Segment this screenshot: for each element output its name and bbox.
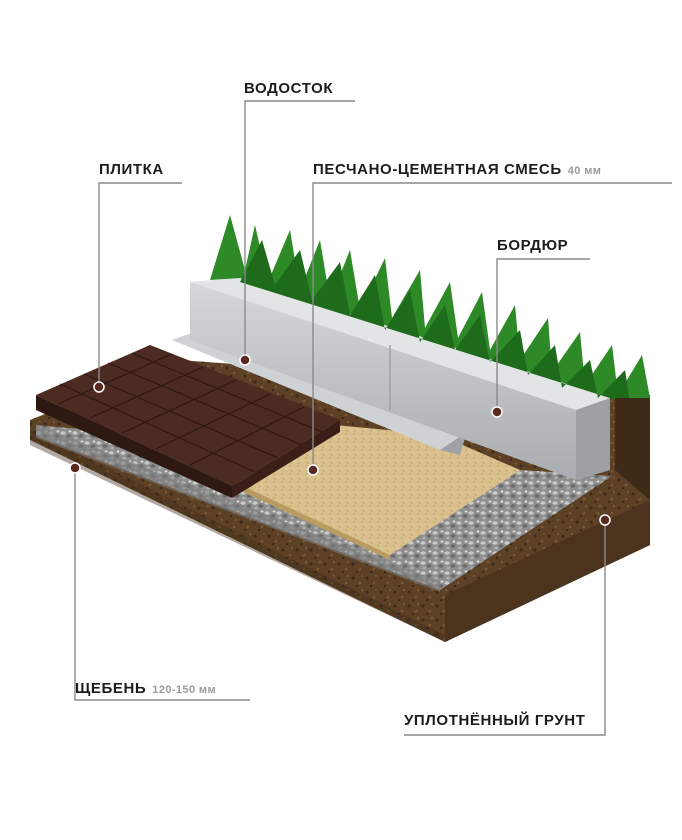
label-gravel-title: ЩЕБЕНЬ [75,680,147,697]
marker-dots [69,354,611,526]
label-curb-title: БОРДЮР [497,237,569,254]
label-gravel: ЩЕБЕНЬ 120-150 мм [75,680,216,699]
leader-lines [74,100,672,736]
leader-bordyur [496,258,590,410]
marker-vodostok [239,354,251,366]
sand-cement-layer [230,425,520,560]
label-curb: БОРДЮР [497,237,568,255]
label-paver: ПЛИТКА [99,161,164,179]
label-paver-title: ПЛИТКА [99,161,164,178]
leader-vodostok [244,100,355,358]
leader-grunt [404,522,606,736]
marker-plitka [93,381,105,393]
label-sand-cement: ПЕСЧАНО-ЦЕМЕНТНАЯ СМЕСЬ 40 мм [313,161,601,180]
label-drainage: ВОДОСТОК [244,80,333,98]
label-sand-cement-title: ПЕСЧАНО-ЦЕМЕНТНАЯ СМЕСЬ [313,161,562,178]
marker-smes [307,464,319,476]
leader-sheben [74,470,250,701]
label-drainage-title: ВОДОСТОК [244,80,334,97]
marker-sheben [69,462,81,474]
marker-grunt [599,514,611,526]
marker-bordyur [491,406,503,418]
grass [210,215,650,500]
label-gravel-thickness: 120-150 мм [152,684,216,696]
label-soil-title: УПЛОТНЁННЫЙ ГРУНТ [404,712,586,729]
label-sand-cement-thickness: 40 мм [567,165,602,177]
curb [190,278,610,480]
leader-smes [312,182,672,468]
label-soil: УПЛОТНЁННЫЙ ГРУНТ [404,712,585,730]
leader-plitka [98,182,182,385]
